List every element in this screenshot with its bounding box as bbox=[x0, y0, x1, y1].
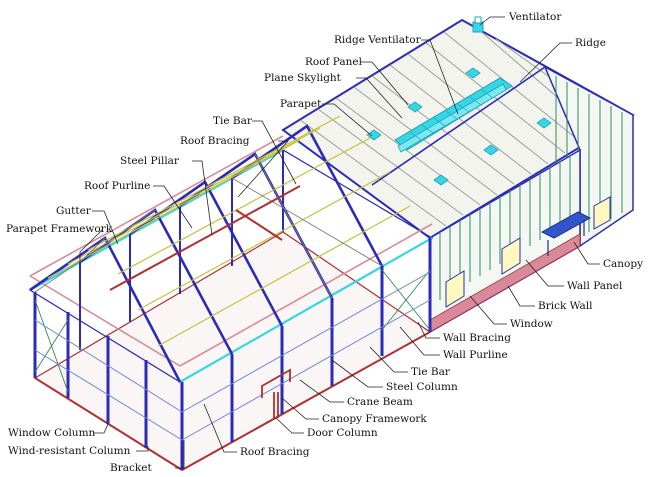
label-ridge-ventilator: Ridge Ventilator bbox=[334, 34, 422, 46]
label-crane-beam: Crane Beam bbox=[347, 396, 413, 408]
label-steel-pillar: Steel Pillar bbox=[120, 155, 180, 167]
end-wall-ribs bbox=[555, 76, 623, 232]
label-plane-skylight: Plane Skylight bbox=[264, 72, 342, 84]
back-columns bbox=[79, 150, 284, 350]
label-roof-purline: Roof Purline bbox=[84, 180, 150, 192]
label-window-column: Window Column bbox=[8, 427, 96, 439]
side-wall-ribs bbox=[439, 155, 571, 300]
label-tie-bar-top: Tie Bar bbox=[213, 115, 253, 127]
label-parapet: Parapet bbox=[280, 98, 322, 110]
ridge-line bbox=[371, 66, 546, 186]
label-roof-bracing-bottom: Roof Bracing bbox=[240, 446, 310, 458]
label-window: Window bbox=[510, 318, 553, 330]
clad-building bbox=[281, 16, 635, 334]
wall-bracing bbox=[34, 269, 431, 393]
label-gutter: Gutter bbox=[56, 205, 92, 217]
labels: Ventilator Ridge Ventilator Ridge Roof P… bbox=[6, 11, 643, 474]
label-bracket: Bracket bbox=[110, 462, 152, 474]
label-brick-wall: Brick Wall bbox=[538, 300, 593, 312]
label-roof-panel: Roof Panel bbox=[305, 56, 363, 68]
canopy bbox=[540, 211, 592, 256]
label-wall-bracing: Wall Bracing bbox=[443, 332, 511, 344]
label-wall-purline: Wall Purline bbox=[443, 349, 508, 361]
label-parapet-framework: Parapet Framework bbox=[6, 223, 113, 235]
crane-beam bbox=[109, 185, 301, 291]
parapet-rails bbox=[29, 135, 433, 367]
side-columns bbox=[230, 238, 432, 442]
label-ridge: Ridge bbox=[575, 37, 606, 49]
ventilator bbox=[472, 16, 484, 33]
label-roof-bracing-top: Roof Bracing bbox=[180, 135, 250, 147]
canopy-framework bbox=[261, 368, 291, 418]
label-wall-panel: Wall Panel bbox=[567, 280, 623, 292]
roof-bracing bbox=[34, 153, 383, 299]
plane-skylights bbox=[366, 67, 552, 186]
ridge-ventilator bbox=[394, 77, 513, 153]
side-windows bbox=[445, 196, 611, 308]
label-ventilator: Ventilator bbox=[508, 11, 562, 23]
label-door-column: Door Column bbox=[307, 427, 378, 439]
open-frame bbox=[28, 115, 434, 471]
roof-purlines bbox=[47, 115, 411, 347]
front-columns bbox=[33, 292, 184, 470]
label-steel-column: Steel Column bbox=[386, 381, 458, 393]
label-wind-resistant-column: Wind-resistant Column bbox=[8, 445, 131, 457]
wall-purlines bbox=[34, 271, 431, 441]
leader-lines bbox=[79, 16, 600, 469]
label-canopy-framework: Canopy Framework bbox=[322, 413, 427, 425]
brick-base-side bbox=[181, 331, 431, 471]
label-tie-bar-bottom: Tie Bar bbox=[411, 366, 451, 378]
label-canopy: Canopy bbox=[603, 258, 643, 270]
